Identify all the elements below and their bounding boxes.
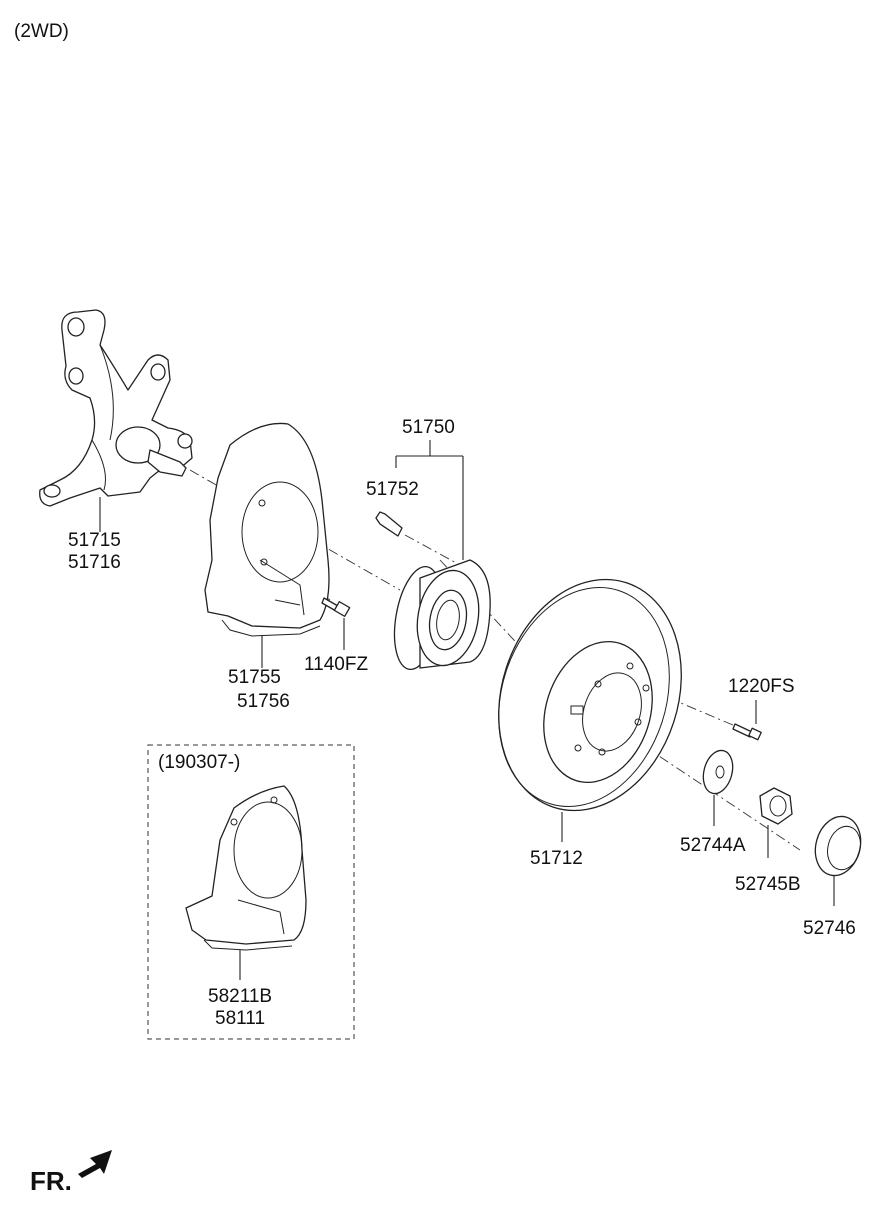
part-number-cap: 52746	[803, 918, 856, 939]
part-number-dust-cover-1: 51755	[228, 667, 281, 688]
optional-group-date: (190307-)	[158, 752, 240, 773]
part-number-knuckle-1: 51715	[68, 530, 121, 551]
part-number-hub-assembly: 51750	[402, 417, 455, 438]
part-number-optional-1: 58211B	[208, 986, 272, 1007]
hub-assembly-bracket	[395, 440, 464, 560]
nut-icon	[759, 787, 793, 825]
bolt-icon	[321, 597, 351, 617]
variant-label: (2WD)	[14, 21, 69, 42]
screw-icon	[732, 723, 762, 741]
direction-label: FR.	[30, 1166, 72, 1196]
part-number-knuckle-2: 51716	[68, 552, 121, 573]
part-number-screw: 1220FS	[728, 676, 795, 697]
wheel-hub-icon	[393, 559, 491, 671]
optional-group-box	[147, 744, 355, 1040]
cap-icon	[814, 815, 862, 877]
steering-knuckle-icon	[39, 309, 193, 507]
part-number-washer: 52744A	[680, 835, 746, 856]
dust-cover-icon	[185, 785, 307, 951]
part-number-hub-bolt: 51752	[366, 479, 419, 500]
part-number-bolt: 1140FZ	[304, 654, 368, 675]
hub-bolt-icon	[375, 511, 403, 537]
part-number-disc: 51712	[530, 848, 583, 869]
arrow-icon	[78, 1150, 112, 1178]
part-number-optional-2: 58111	[215, 1008, 265, 1029]
dust-cover-icon	[204, 422, 330, 637]
part-number-dust-cover-2: 51756	[237, 691, 290, 712]
washer-icon	[702, 749, 734, 795]
part-number-nut: 52745B	[735, 874, 801, 895]
brake-disc-icon	[498, 578, 682, 812]
